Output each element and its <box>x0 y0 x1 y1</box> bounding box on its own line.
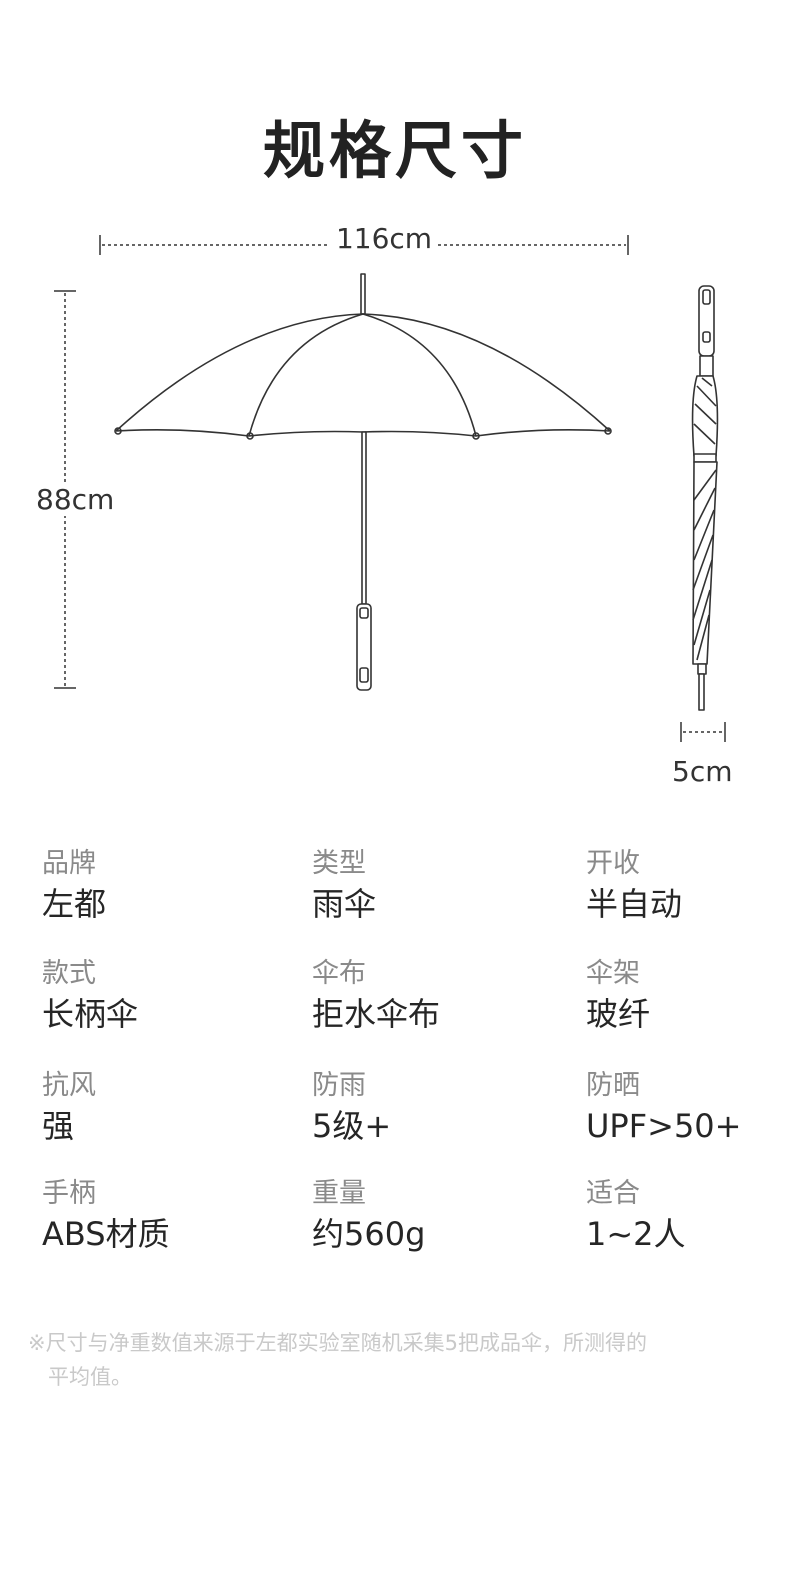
diameter-dimension-line <box>680 722 726 742</box>
spec-item-fabric: 伞布 拒水伞布 <box>312 956 440 1036</box>
spec-value: 左都 <box>42 885 107 923</box>
spec-value: 约560g <box>312 1215 426 1253</box>
width-dimension-line <box>99 235 629 255</box>
height-label: 88cm <box>36 483 115 516</box>
spec-item-rainproof: 防雨 5级+ <box>312 1068 391 1148</box>
spec-label: 防晒 <box>586 1070 640 1101</box>
spec-label: 款式 <box>42 958 96 989</box>
spec-item-brand: 品牌 左都 <box>42 846 106 926</box>
width-label: 116cm <box>330 222 438 255</box>
spec-item-frame: 伞架 玻纤 <box>586 956 650 1036</box>
spec-item-opening: 开收 半自动 <box>586 846 682 926</box>
spec-label: 伞架 <box>586 958 640 989</box>
spec-item-wind-resistance: 抗风 强 <box>42 1068 96 1148</box>
spec-value: 玻纤 <box>586 995 651 1033</box>
spec-value: 强 <box>42 1107 75 1145</box>
spec-item-style: 款式 长柄伞 <box>42 956 138 1036</box>
page-title: 规格尺寸 <box>262 114 527 187</box>
spec-value: 半自动 <box>586 885 683 923</box>
spec-value: ABS材质 <box>42 1215 170 1253</box>
spec-item-sunproof: 防晒 UPF>50+ <box>586 1068 741 1148</box>
height-dimension-line <box>54 290 76 689</box>
spec-label: 防雨 <box>312 1070 366 1101</box>
spec-item-handle: 手柄 ABS材质 <box>42 1176 170 1256</box>
spec-item-capacity: 适合 1~2人 <box>586 1176 686 1256</box>
spec-item-weight: 重量 约560g <box>312 1176 425 1256</box>
spec-value: UPF>50+ <box>586 1107 742 1145</box>
spec-label: 适合 <box>586 1178 640 1209</box>
spec-value: 1~2人 <box>586 1215 686 1253</box>
footnote: ※尺寸与净重数值来源于左都实验室随机采集5把成品伞，所测得的 平均值。 <box>28 1326 758 1394</box>
spec-label: 伞布 <box>312 958 366 989</box>
spec-value: 拒水伞布 <box>312 995 441 1033</box>
umbrella-illustration <box>54 235 726 742</box>
spec-label: 类型 <box>312 848 366 879</box>
footnote-line-2: 平均值。 <box>48 1365 132 1389</box>
spec-value: 长柄伞 <box>42 995 139 1033</box>
open-umbrella-icon <box>114 273 612 691</box>
closed-umbrella-icon <box>691 285 719 711</box>
spec-label: 手柄 <box>42 1178 96 1209</box>
spec-item-type: 类型 雨伞 <box>312 846 376 926</box>
spec-label: 开收 <box>586 848 640 879</box>
spec-label: 抗风 <box>42 1070 96 1101</box>
spec-label: 重量 <box>312 1178 366 1209</box>
diameter-label: 5cm <box>672 755 733 788</box>
spec-value: 5级+ <box>312 1107 392 1145</box>
footnote-line-1: ※尺寸与净重数值来源于左都实验室随机采集5把成品伞，所测得的 <box>28 1331 647 1355</box>
spec-value: 雨伞 <box>312 885 377 923</box>
spec-label: 品牌 <box>42 848 96 879</box>
